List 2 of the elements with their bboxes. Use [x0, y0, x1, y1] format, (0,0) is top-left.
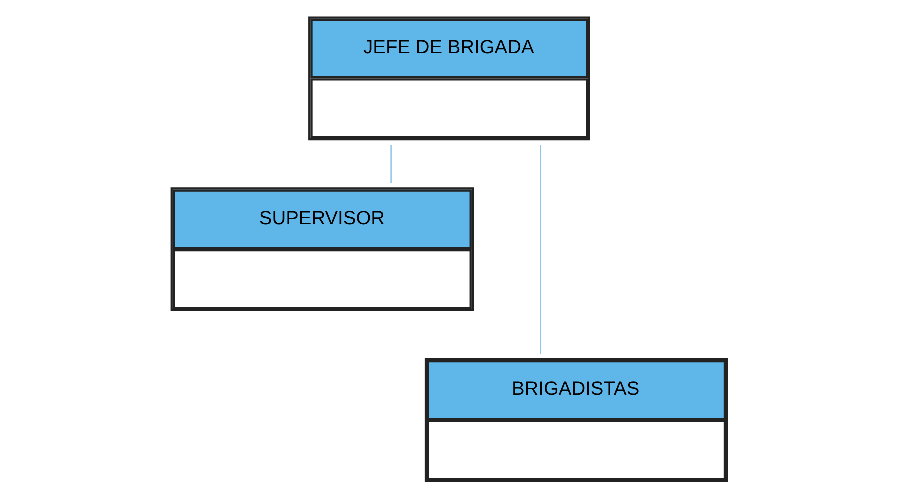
connector — [540, 144, 542, 354]
connector — [390, 145, 392, 184]
